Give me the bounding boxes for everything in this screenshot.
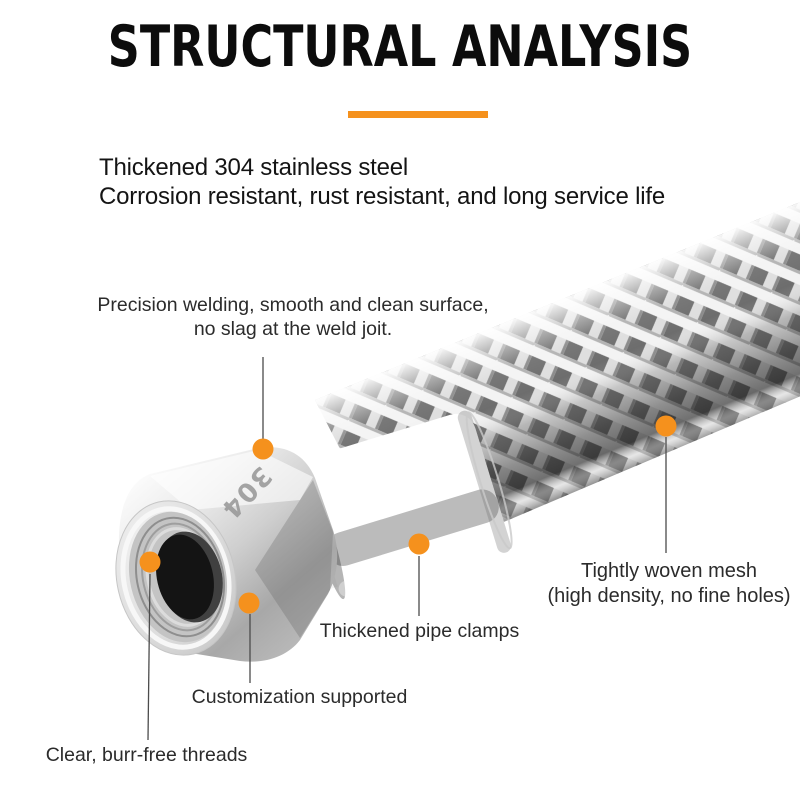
callout-mesh-line1: Tightly woven mesh: [581, 560, 757, 582]
welding-dot: [252, 438, 274, 460]
callout-clamps-label: Thickened pipe clamps: [319, 620, 520, 642]
threads-leader-line: [147, 573, 151, 741]
mesh-dot: [655, 415, 677, 437]
page-title: STRUCTURAL ANALYSIS: [107, 14, 693, 80]
threads-dot: [139, 551, 161, 573]
callout-welding-line1: Precision welding, smooth and clean surf…: [97, 294, 489, 316]
callout-mesh-line2: (high density, no fine holes): [547, 585, 791, 607]
subtitle-line2: Corrosion resistant, rust resistant, and…: [99, 183, 665, 210]
subtitle-block: Thickened 304 stainless steel Corrosion …: [99, 153, 759, 211]
marker-dots: [139, 415, 677, 614]
title-divider: [348, 111, 488, 118]
clamps-dot: [408, 533, 430, 555]
callout-customization: Customization supported: [178, 685, 421, 709]
callout-threads: Clear, burr-free threads: [33, 743, 260, 767]
callout-welding: Precision welding, smooth and clean surf…: [90, 293, 496, 341]
customization-dot: [238, 592, 260, 614]
callout-clamps: Thickened pipe clamps: [302, 619, 537, 643]
bore-hole: [156, 534, 214, 620]
callout-customization-label: Customization supported: [191, 686, 408, 708]
callout-welding-line2: no slag at the weld joit.: [193, 318, 393, 340]
hex-nut: 304: [115, 447, 338, 662]
callout-mesh: Tightly woven mesh (high density, no fin…: [519, 559, 800, 609]
subtitle-line1: Thickened 304 stainless steel: [99, 154, 409, 181]
nut-front-face: [115, 500, 237, 656]
callout-threads-label: Clear, burr-free threads: [45, 744, 248, 766]
